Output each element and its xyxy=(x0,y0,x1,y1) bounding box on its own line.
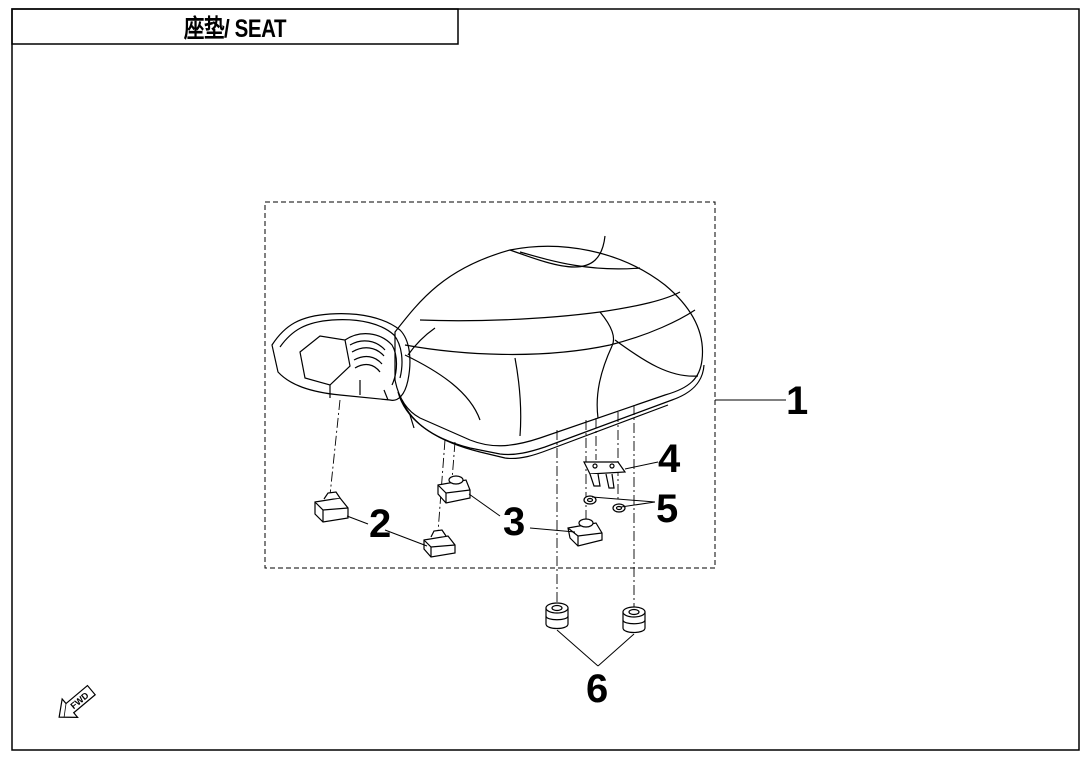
part-3-bracket-b xyxy=(567,518,603,547)
outer-border xyxy=(11,8,1080,751)
alignment-lines xyxy=(329,399,635,608)
callout-4: 4 xyxy=(658,437,681,481)
assembly-dashed-box xyxy=(264,201,716,569)
leader-lines xyxy=(346,399,786,667)
part-6-grommet-a xyxy=(545,602,569,630)
title-box-border xyxy=(11,8,459,45)
callout-3: 3 xyxy=(503,500,525,544)
part-2-bumper-b xyxy=(423,529,456,558)
fwd-arrow-icon: FWD xyxy=(58,684,97,718)
callout-5: 5 xyxy=(656,487,678,531)
seat-assembly xyxy=(271,235,705,460)
part-6-grommet-b xyxy=(622,606,646,634)
callout-6: 6 xyxy=(586,667,608,711)
callout-1: 1 xyxy=(786,379,808,423)
part-3-bracket-a xyxy=(437,475,471,504)
part-5-nut-a xyxy=(583,495,597,505)
callout-2: 2 xyxy=(369,502,391,546)
part-5-nut-b xyxy=(612,503,626,513)
part-4-latch xyxy=(583,461,627,489)
part-2-bumper-a xyxy=(314,491,349,523)
page-title: 座垫/ SEAT xyxy=(183,14,287,43)
